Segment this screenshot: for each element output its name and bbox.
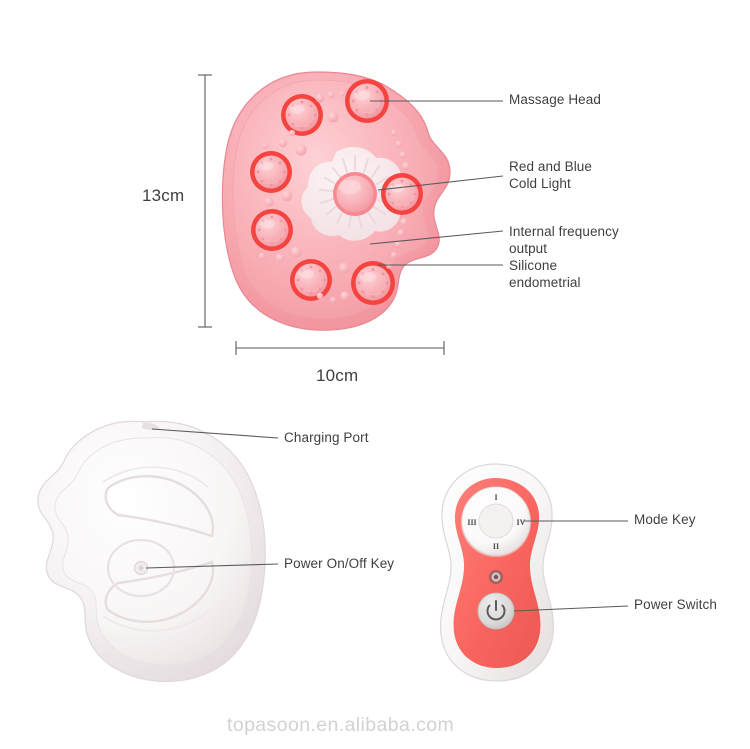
shell-groove-pattern: [104, 475, 215, 623]
power-on-off-key[interactable]: [106, 538, 176, 598]
silicone-bump-group: [258, 91, 410, 303]
power-key-dot: [138, 565, 144, 571]
callout-leader-lines-top: [369, 100, 504, 266]
dimension-width-label: 10cm: [316, 366, 359, 385]
mode-key-label-left: III: [467, 518, 476, 527]
massage-node-group: [250, 79, 423, 305]
callout-power-switch: Power Switch: [634, 597, 717, 612]
callout-internal-frequency-output: Internal frequency output: [509, 224, 619, 256]
massage-node: [250, 151, 292, 193]
dimension-lines: [198, 74, 445, 355]
cold-light-hub-highlight: [339, 180, 361, 194]
massage-head-front-view: [198, 71, 504, 355]
leader-internal-frequency: [369, 230, 504, 245]
white-shell-back-view: [37, 420, 279, 683]
watermark: topasoon.en.alibaba.com: [227, 714, 455, 736]
mode-key[interactable]: I IV II III: [461, 486, 531, 557]
callout-silicone-endometrial: Silicone endometrial: [509, 258, 581, 290]
mode-key-label-top: I: [494, 493, 497, 502]
power-switch[interactable]: [477, 592, 516, 631]
leader-cold-light: [377, 175, 504, 191]
shell-inner-face: [54, 437, 253, 666]
leader-charging-port: [151, 428, 279, 439]
massage-node: [381, 173, 423, 215]
mode-key-label-bottom: II: [493, 542, 499, 551]
massage-node: [281, 94, 323, 136]
massage-node: [345, 79, 389, 123]
massage-node: [351, 261, 395, 305]
remote-control: I IV II III: [439, 463, 629, 682]
callout-charging-port: Charging Port: [284, 430, 369, 445]
mode-key-label-right: IV: [517, 518, 526, 527]
mode-key-center[interactable]: [478, 503, 514, 539]
power-key-outer-ring: [106, 538, 176, 598]
massage-node: [290, 259, 332, 301]
callout-leader-lines-remote: [513, 520, 629, 612]
indicator-icon: [489, 570, 503, 584]
leader-power-on-off: [145, 563, 279, 569]
dimension-height-label: 13cm: [142, 186, 185, 205]
callout-red-blue-cold-light: Red and Blue Cold Light: [509, 159, 593, 191]
charging-port-notch: [142, 422, 160, 431]
callout-power-on-off-key: Power On/Off Key: [284, 556, 395, 571]
callout-leader-lines-shell: [145, 428, 279, 569]
massage-node: [251, 209, 293, 251]
leader-power-switch: [513, 605, 629, 612]
shell-contour-lines: [102, 466, 209, 632]
callout-massage-head: Massage Head: [509, 92, 602, 107]
callout-mode-key: Mode Key: [634, 512, 696, 527]
power-icon: [486, 600, 506, 621]
charging-port: [142, 422, 160, 431]
